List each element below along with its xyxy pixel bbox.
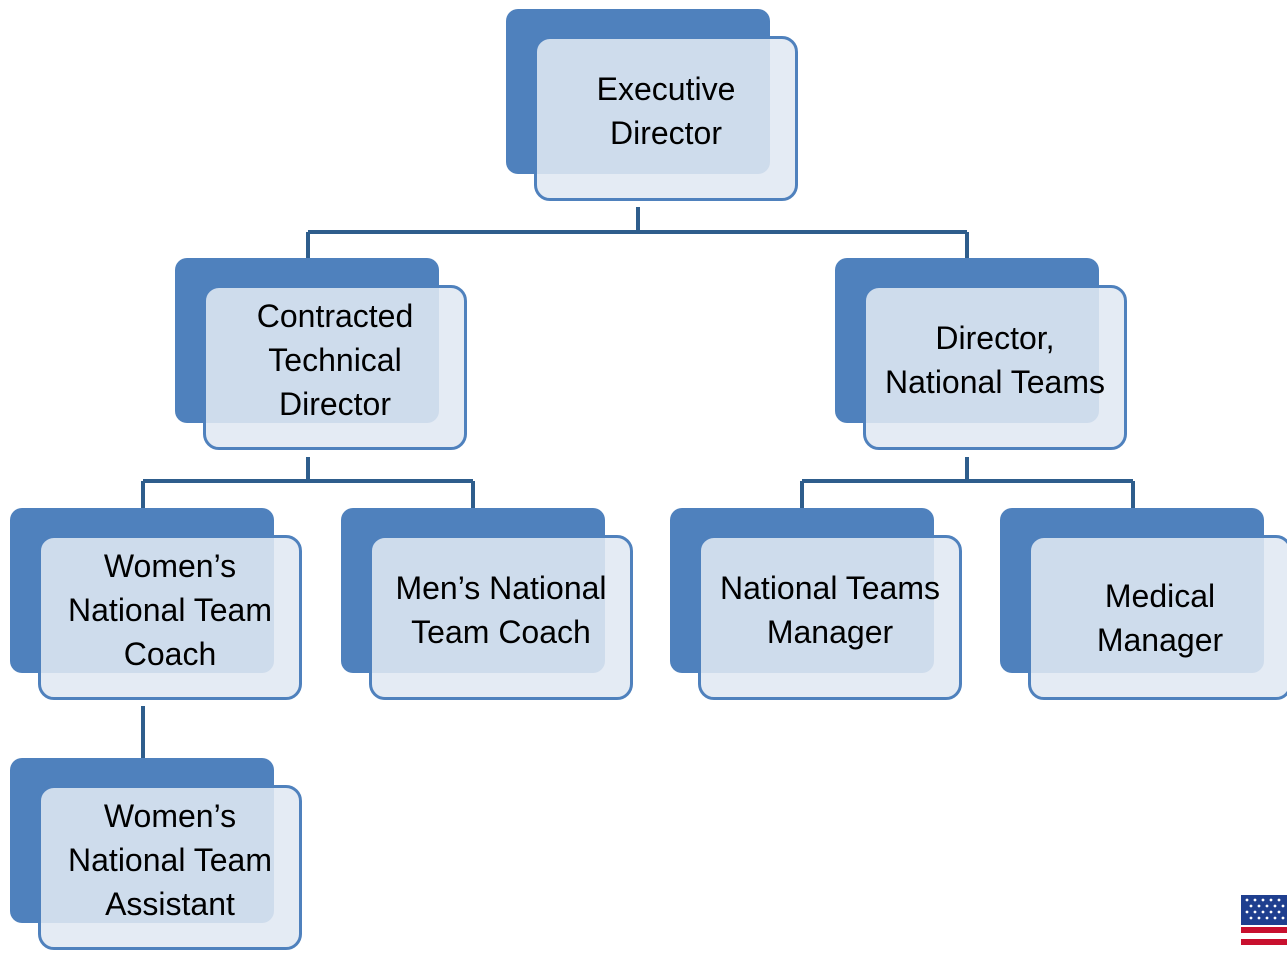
node-label: Contracted Technical Director: [256, 297, 414, 422]
node-box: Medical Manager: [1028, 535, 1287, 700]
node-box: Contracted Technical Director: [203, 285, 467, 450]
node-label: Medical Manager: [1096, 577, 1224, 658]
node-label: National Teams Manager: [720, 569, 940, 650]
node-box: Women’s National Team Coach: [38, 535, 302, 700]
node-box: Women’s National Team Assistant: [38, 785, 302, 950]
node-label: Women’s National Team Assistant: [68, 797, 272, 922]
us-flag-icon: [1241, 893, 1287, 953]
node-label: Executive Director: [596, 70, 736, 151]
node-label: Director, National Teams: [885, 319, 1105, 400]
node-box: National Teams Manager: [698, 535, 962, 700]
node-label: Women’s National Team Coach: [68, 547, 272, 672]
node-label: Men’s National Team Coach: [395, 569, 607, 650]
node-box: Executive Director: [534, 36, 798, 201]
node-box: Director, National Teams: [863, 285, 1127, 450]
node-box: Men’s National Team Coach: [369, 535, 633, 700]
